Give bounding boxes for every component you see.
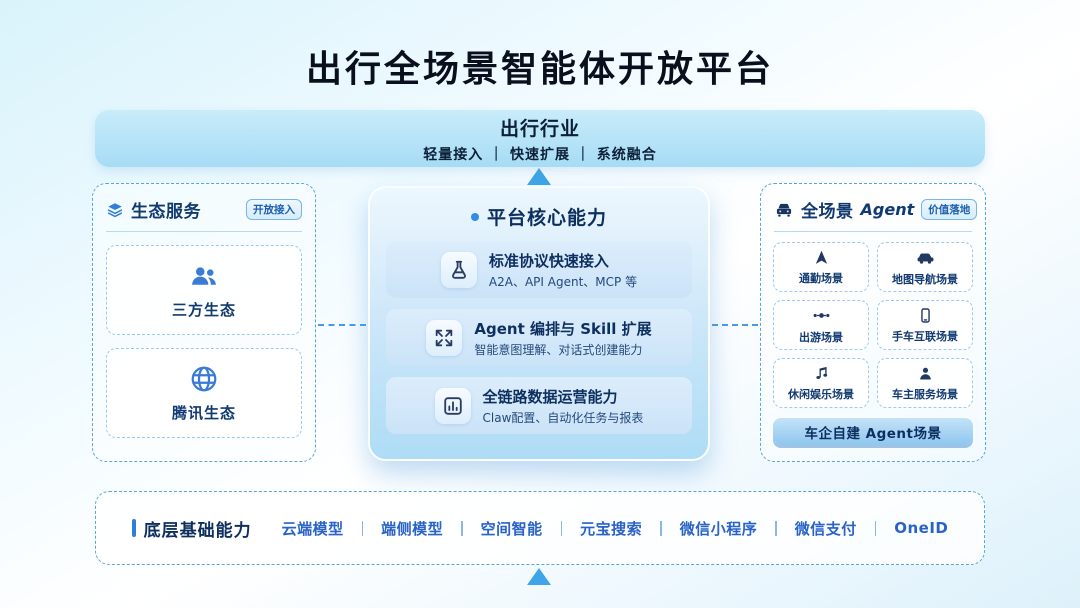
scenarios-panel: 全场景 Agent 价值落地 通勤场景 地图导航场景 (760, 183, 986, 462)
foundation-title-group: 底层基础能力 (131, 516, 252, 541)
foundation-item-edge-model: 端侧模型 (381, 519, 444, 538)
scene-card-phone-car: 手车互联场景 (877, 300, 973, 350)
scenarios-panel-header: 全场景 Agent 价值落地 (761, 184, 985, 231)
route-dots-icon (812, 306, 831, 325)
capability-title: 标准协议快速接入 (488, 251, 609, 270)
divider (560, 520, 563, 536)
scene-card-map-nav: 地图导航场景 (877, 242, 973, 292)
scene-card-entertainment: 休闲娱乐场景 (773, 358, 869, 408)
navigation-arrow-icon (813, 249, 830, 266)
eco-card-tencent: 腾讯生态 (106, 348, 302, 438)
header-divider (106, 231, 302, 232)
smartphone-icon (917, 307, 934, 324)
capability-title: Agent 编排与 Skill 扩展 (474, 319, 652, 338)
capability-desc: Claw配置、自动化任务与报表 (482, 410, 644, 425)
scenarios-panel-title: 全场景 (801, 202, 854, 222)
capability-desc: 智能意图理解、对话式创建能力 (474, 342, 643, 357)
expand-arrows-icon (426, 319, 463, 356)
eco-card-label: 腾讯生态 (171, 403, 236, 422)
capability-desc: A2A、API Agent、MCP 等 (488, 274, 638, 289)
scene-card-commute: 通勤场景 (773, 242, 869, 292)
bar-chart-icon (434, 387, 471, 424)
flask-icon (440, 251, 477, 288)
scene-label: 休闲娱乐场景 (788, 387, 854, 401)
scene-card-owner-service: 车主服务场景 (877, 358, 973, 408)
music-note-icon (813, 365, 830, 382)
header-divider (774, 231, 972, 232)
ecosystem-panel-title: 生态服务 (131, 202, 201, 222)
scene-label: 地图导航场景 (892, 272, 958, 286)
foundation-title: 底层基础能力 (143, 520, 252, 541)
layers-icon (106, 201, 124, 219)
arrow-up-top-icon (527, 168, 551, 185)
foundation-banner: 底层基础能力 云端模型 端侧模型 空间智能 元宝搜索 微信小程序 微信支付 On… (95, 491, 985, 565)
eco-card-third-party: 三方生态 (106, 245, 302, 335)
ecosystem-badge: 开放接入 (246, 199, 302, 220)
accent-bar-icon (131, 519, 136, 537)
connector-left-dashed (318, 324, 366, 326)
foundation-item-mini-program: 微信小程序 (679, 519, 758, 538)
divider (361, 520, 364, 536)
scenarios-badge: 价值落地 (921, 199, 978, 220)
divider (660, 520, 662, 536)
ecosystem-panel-header: 生态服务 开放接入 (93, 184, 315, 231)
scene-label: 车主服务场景 (892, 387, 958, 401)
core-capabilities-header: 平台核心能力 (370, 188, 708, 230)
divider (874, 520, 877, 536)
capability-title: 全链路数据运营能力 (482, 387, 618, 406)
scene-card-travel: 出游场景 (773, 300, 869, 350)
foundation-item-oneid: OneID (894, 519, 949, 537)
eco-card-label: 三方生态 (171, 300, 236, 319)
capability-card-protocol: 标准协议快速接入 A2A、API Agent、MCP 等 (386, 241, 692, 298)
car-side-icon (916, 248, 935, 267)
foundation-item-spatial: 空间智能 (480, 519, 543, 538)
industry-banner-subtitle: 轻量接入 ｜ 快速扩展 ｜ 系统融合 (423, 146, 657, 163)
industry-banner-title: 出行行业 (499, 117, 580, 140)
divider (775, 520, 777, 536)
globe-icon (189, 364, 219, 394)
core-capabilities-title: 平台核心能力 (486, 207, 607, 229)
core-capabilities-panel: 平台核心能力 标准协议快速接入 A2A、API Agent、MCP 等 Agen… (368, 186, 710, 461)
bullet-dot-icon (470, 212, 479, 221)
scene-label: 出游场景 (799, 330, 843, 344)
divider (461, 520, 463, 536)
person-icon (917, 365, 934, 382)
capability-card-data-ops: 全链路数据运营能力 Claw配置、自动化任务与报表 (386, 377, 692, 434)
capability-card-orchestration: Agent 编排与 Skill 扩展 智能意图理解、对话式创建能力 (386, 309, 692, 366)
foundation-item-yuanbao-search: 元宝搜索 (580, 519, 643, 538)
car-front-icon (774, 200, 794, 220)
arrow-up-bottom-icon (527, 568, 551, 585)
scene-grid: 通勤场景 地图导航场景 出游场景 手车互联场景 (773, 242, 973, 408)
scenarios-panel-title-en: Agent (860, 200, 915, 219)
foundation-item-cloud-model: 云端模型 (281, 519, 344, 538)
connector-right-dashed (712, 324, 758, 326)
industry-banner: 出行行业 轻量接入 ｜ 快速扩展 ｜ 系统融合 (95, 110, 985, 167)
people-icon (189, 261, 219, 291)
scene-label: 通勤场景 (799, 271, 843, 285)
scene-label: 手车互联场景 (892, 329, 958, 343)
ecosystem-panel: 生态服务 开放接入 三方生态 腾讯生态 (92, 183, 316, 462)
page-title: 出行全场景智能体开放平台 (305, 49, 774, 90)
foundation-item-wechat-pay: 微信支付 (794, 519, 857, 538)
oem-agent-footer: 车企自建 Agent场景 (773, 418, 973, 445)
